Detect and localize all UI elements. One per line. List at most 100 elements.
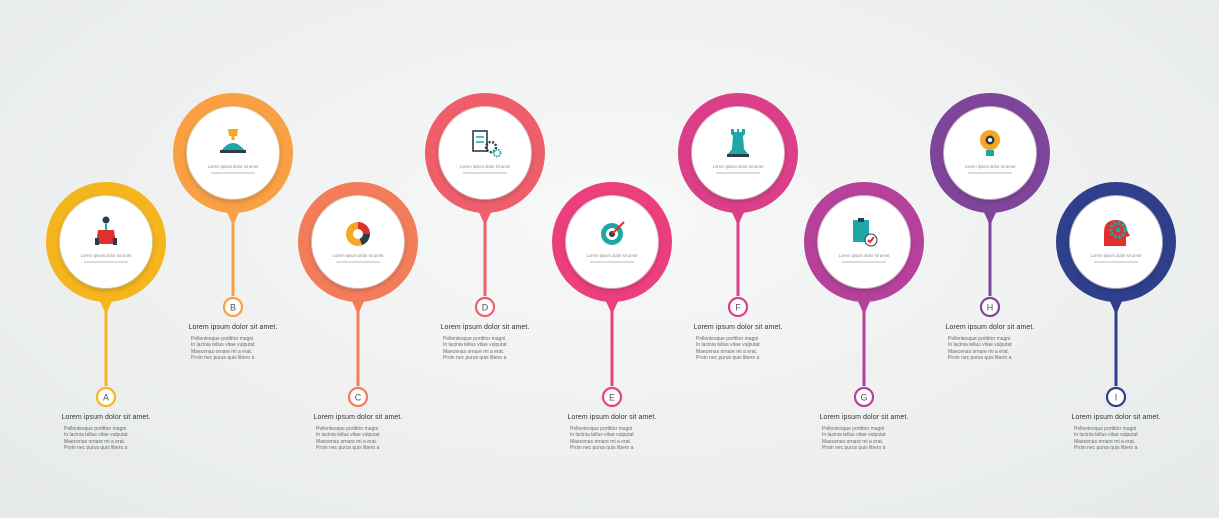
lightbulb-icon <box>980 130 1000 156</box>
ring-c <box>298 182 418 302</box>
badge-i: I <box>1105 386 1127 408</box>
ring-a <box>46 182 166 302</box>
node-title-f: Lorem ipsum dolor sit amet. <box>693 324 783 331</box>
chess-rook-icon <box>727 129 749 157</box>
inner-caption-h: Lorem ipsum dolor sit amet <box>965 164 1016 169</box>
node-body-line: Proin nec purus quis libero a <box>191 355 255 362</box>
ring-b <box>173 93 293 213</box>
inner-caption-g: Lorem ipsum dolor sit amet <box>839 253 890 258</box>
node-body-line: Maecenas ornare mi a erat. <box>191 348 253 355</box>
node-title-g: Lorem ipsum dolor sit amet. <box>819 414 909 421</box>
pie-chart-icon <box>346 222 370 246</box>
node-body-line: Maecenas ornare mi a erat. <box>316 438 378 445</box>
ring-f <box>678 93 798 213</box>
node-body-line: In lacinia tellus vitae vulputat <box>696 342 760 349</box>
trophy-icon <box>220 129 246 153</box>
target-icon <box>601 221 625 245</box>
inner-caption-c: Lorem ipsum dolor sit amet <box>333 253 384 258</box>
node-body-line: Proin nec purus quis libero a <box>948 355 1012 362</box>
node-a[interactable]: Lorem ipsum dolor sit amet <box>60 196 152 288</box>
badge-letter-e: E <box>609 392 615 402</box>
badge-e: E <box>601 386 623 408</box>
node-title-h: Lorem ipsum dolor sit amet. <box>945 324 1035 331</box>
node-b[interactable]: Lorem ipsum dolor sit amet <box>187 107 279 199</box>
badge-g: G <box>853 386 875 408</box>
inner-caption-a: Lorem ipsum dolor sit amet <box>81 253 132 258</box>
node-body-line: Proin nec purus quis libero a <box>1074 445 1138 452</box>
badge-a: A <box>95 386 117 408</box>
ring-i <box>1056 182 1176 302</box>
ring-g <box>804 182 924 302</box>
badge-h: H <box>979 296 1001 318</box>
node-body-line: In lacinia tellus vitae vulputat <box>191 342 255 349</box>
node-g[interactable]: Lorem ipsum dolor sit amet <box>818 196 910 288</box>
node-body-line: Proin nec purus quis libero a <box>64 445 128 452</box>
badge-d: D <box>474 296 496 318</box>
node-body-line: In lacinia tellus vitae vulputat <box>822 432 886 439</box>
node-body-line: Maecenas ornare mi a erat. <box>570 438 632 445</box>
node-body-line: In lacinia tellus vitae vulputat <box>1074 432 1138 439</box>
node-c[interactable]: Lorem ipsum dolor sit amet <box>312 196 404 288</box>
node-body-line: Proin nec purus quis libero a <box>316 445 380 452</box>
node-body-line: Maecenas ornare mi a erat. <box>1074 438 1136 445</box>
inner-circle-d <box>439 107 531 199</box>
badge-letter-b: B <box>230 302 236 312</box>
node-body-line: Proin nec purus quis libero a <box>696 355 760 362</box>
badge-letter-h: H <box>987 302 994 312</box>
inner-caption-e: Lorem ipsum dolor sit amet <box>587 253 638 258</box>
node-title-d: Lorem ipsum dolor sit amet. <box>440 324 530 331</box>
node-body-line: In lacinia tellus vitae vulputat <box>948 342 1012 349</box>
inner-caption-f: Lorem ipsum dolor sit amet <box>713 164 764 169</box>
node-body-line: Maecenas ornare mi a erat. <box>443 348 505 355</box>
ring-d <box>425 93 545 213</box>
node-body-line: Pellentesque porttitor magni <box>316 426 379 432</box>
node-body-line: Pellentesque porttitor magni <box>570 426 633 432</box>
badge-letter-g: G <box>860 392 867 402</box>
node-f[interactable]: Lorem ipsum dolor sit amet <box>692 107 784 199</box>
node-body-line: Maecenas ornare mi a erat. <box>948 348 1010 355</box>
node-body-line: Pellentesque porttitor magni <box>948 336 1011 342</box>
node-body-line: Pellentesque porttitor magni <box>191 336 254 342</box>
clipboard-check-icon <box>853 218 878 247</box>
badge-letter-i: I <box>1115 392 1118 402</box>
badge-c: C <box>347 386 369 408</box>
node-body-line: In lacinia tellus vitae vulputat <box>570 432 634 439</box>
node-d[interactable]: Lorem ipsum dolor sit amet <box>439 107 531 199</box>
node-body-line: Proin nec purus quis libero a <box>570 445 634 452</box>
node-h[interactable]: Lorem ipsum dolor sit amet <box>944 107 1036 199</box>
node-title-a: Lorem ipsum dolor sit amet. <box>61 414 151 421</box>
node-body-line: In lacinia tellus vitae vulputat <box>316 432 380 439</box>
node-body-line: Pellentesque porttitor magni <box>696 336 759 342</box>
node-body-line: Pellentesque porttitor magni <box>1074 426 1137 432</box>
badge-letter-d: D <box>482 302 489 312</box>
node-title-b: Lorem ipsum dolor sit amet. <box>188 324 278 331</box>
settings-board-icon <box>472 130 502 158</box>
node-e[interactable]: Lorem ipsum dolor sit amet <box>566 196 658 288</box>
badge-letter-a: A <box>103 392 109 402</box>
inner-caption-i: Lorem ipsum dolor sit amet <box>1091 253 1142 258</box>
presenter-icon <box>95 216 117 245</box>
node-i[interactable]: Lorem ipsum dolor sit amet <box>1070 196 1162 288</box>
node-body-line: Proin nec purus quis libero a <box>822 445 886 452</box>
node-body-line: In lacinia tellus vitae vulputat <box>443 342 507 349</box>
head-gear-icon <box>1104 220 1130 246</box>
badge-letter-f: F <box>735 302 741 312</box>
node-body-line: Pellentesque porttitor magni <box>64 426 127 432</box>
inner-caption-d: Lorem ipsum dolor sit amet <box>460 164 511 169</box>
node-body-line: In lacinia tellus vitae vulputat <box>64 432 128 439</box>
node-body-line: Pellentesque porttitor magni <box>443 336 506 342</box>
inner-caption-b: Lorem ipsum dolor sit amet <box>208 164 259 169</box>
badge-b: B <box>222 296 244 318</box>
node-body-line: Maecenas ornare mi a erat. <box>64 438 126 445</box>
